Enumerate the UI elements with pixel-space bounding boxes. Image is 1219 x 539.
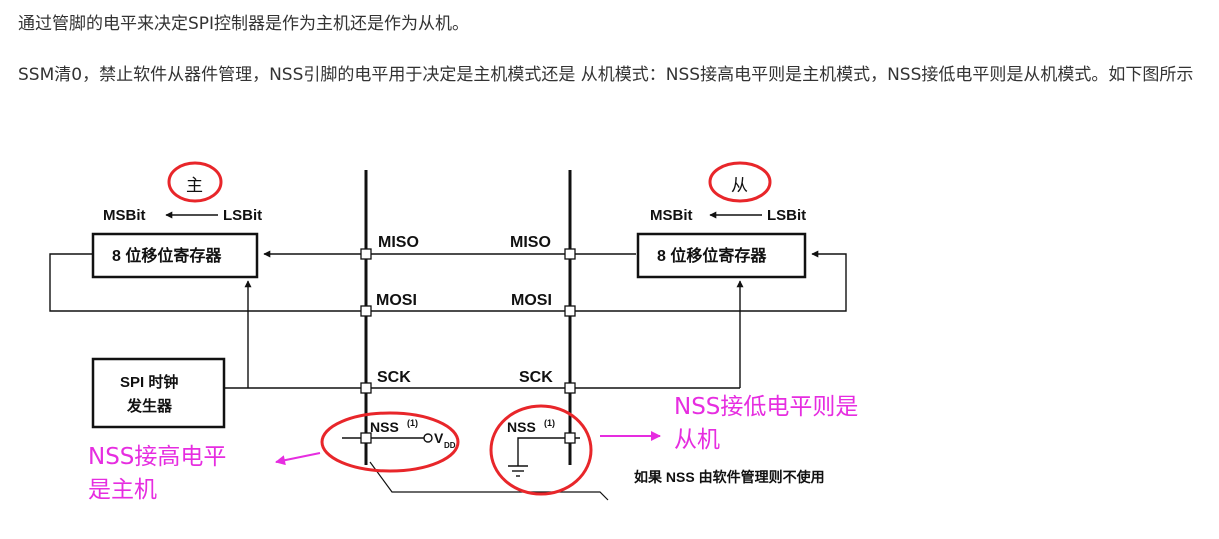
clock-generator-label-2: 发生器 [126,397,173,415]
master-nss-circle [320,411,460,473]
master-nss-label: NSS [370,419,399,435]
slave-note-line2: 从机 [674,427,720,453]
master-sck-pin [360,382,372,394]
slave-shift-register-label: 8 位移位寄存器 [657,246,767,265]
explanation-paragraph: SSM清0，禁止软件从器件管理，NSS引脚的电平用于决定是主机模式还是 从机模式… [18,65,1194,85]
slave-nss-label: NSS [507,419,536,435]
intro-paragraph: 通过管脚的电平来决定SPI控制器是作为主机还是作为从机。 [18,14,470,34]
slave-nss-pin [564,432,576,444]
slave-sck-pin [564,382,576,394]
vdd-sub: DD [444,441,456,450]
software-nss-note-line [369,461,609,501]
master-msbit-label: MSBit [103,207,146,224]
master-nss-pin [360,432,372,444]
master-miso-label: MISO [378,234,419,251]
vdd-label: V [434,430,444,446]
software-nss-footnote: 如果 NSS 由软件管理则不使用 [634,469,825,485]
slave-nss-circle [489,404,593,496]
master-nss-sup: (1) [407,418,418,428]
master-note-line1: NSS接高电平 [88,444,226,470]
vdd-terminal [423,433,433,443]
slave-shift-register [636,232,807,279]
spi-clock-generator [91,357,226,429]
slave-miso-label: MISO [510,234,551,251]
slave-mosi-label: MOSI [511,292,552,309]
slave-mosi-pin [564,305,576,317]
master-shift-register [91,232,259,279]
slave-sck-label: SCK [519,369,553,386]
slave-mark-circle [708,161,772,203]
master-sck-label: SCK [377,369,411,386]
slave-lsbit-label: LSBit [767,207,806,224]
master-mosi-pin [360,305,372,317]
slave-miso-pin [564,248,576,260]
mosi-wire [49,250,847,312]
slave-note-line1: NSS接低电平则是 [674,394,858,420]
slave-nss-ground-wire [517,437,580,466]
master-shift-register-label: 8 位移位寄存器 [112,246,222,265]
master-mark: 主 [186,176,203,196]
master-miso-pin [360,248,372,260]
slave-nss-sup: (1) [544,418,555,428]
master-lsbit-label: LSBit [223,207,262,224]
slave-mark: 从 [731,176,748,196]
master-mosi-label: MOSI [376,292,417,309]
master-note-arrow [275,452,321,466]
master-mark-circle [167,161,223,203]
master-note-line2: 是主机 [88,477,157,503]
slave-msbit-label: MSBit [650,207,693,224]
clock-generator-label-1: SPI 时钟 [120,373,178,391]
